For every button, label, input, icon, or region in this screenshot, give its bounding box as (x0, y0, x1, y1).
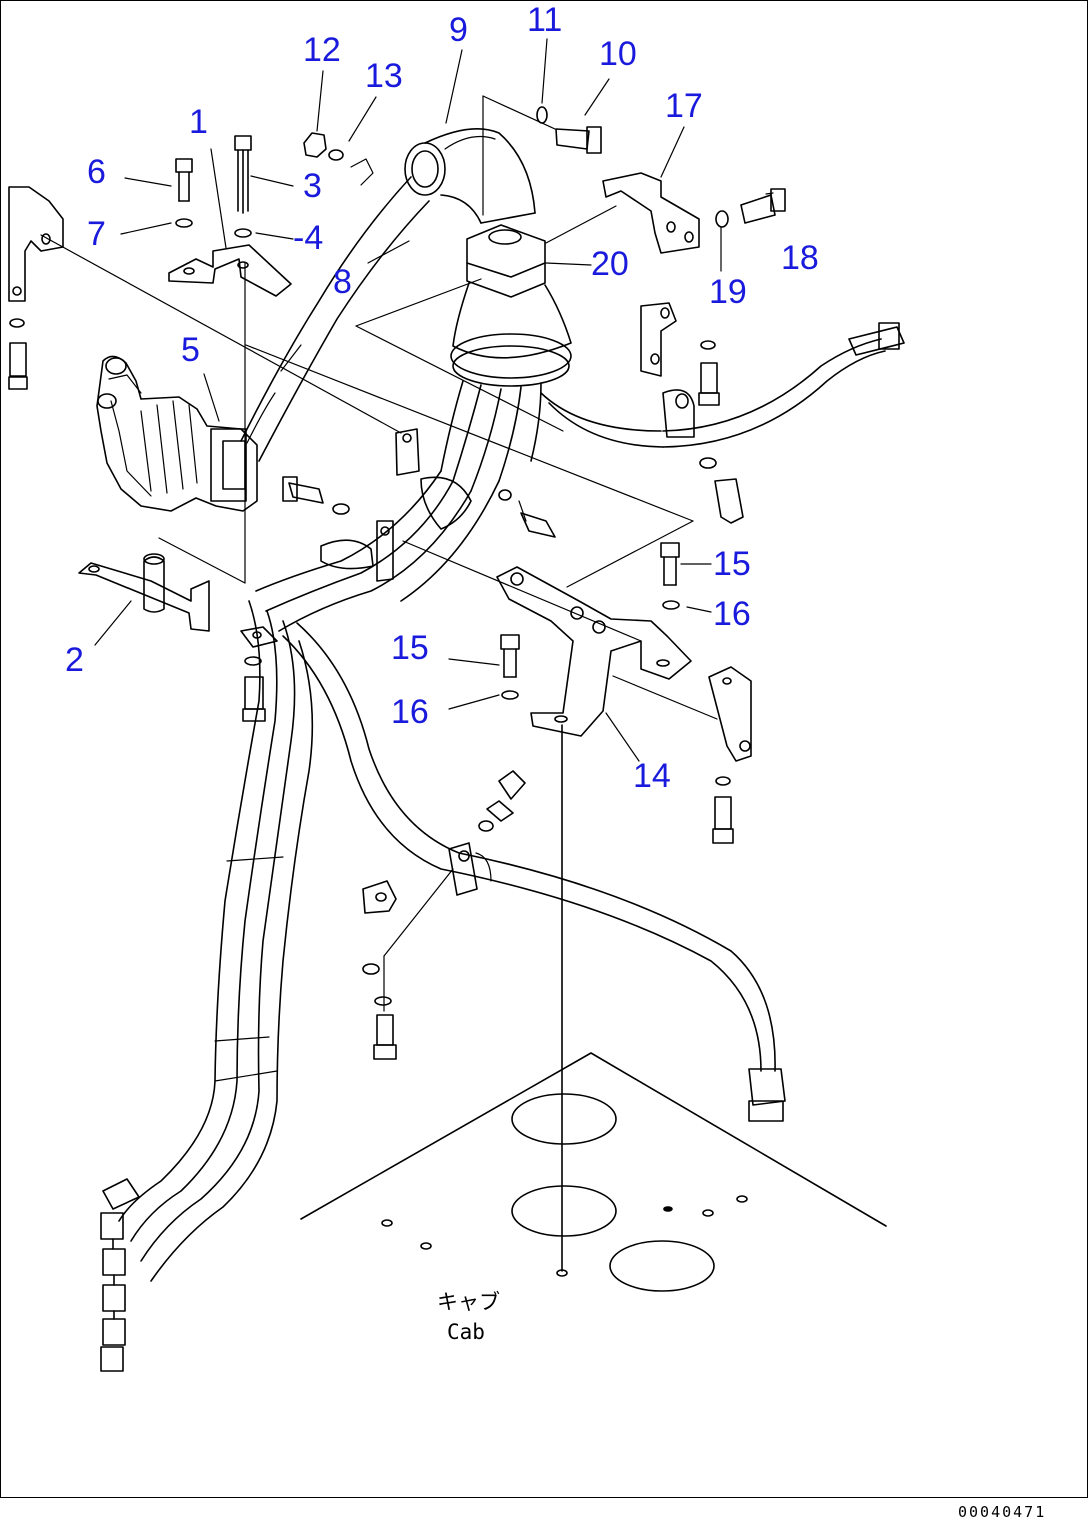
bracket-part-1 (168, 244, 292, 297)
callout-9: 9 (449, 11, 468, 49)
callout-11: 11 (527, 1, 563, 39)
right-lower-bracket (708, 666, 752, 844)
callout-5: 5 (181, 331, 200, 369)
bracket-part-2 (78, 553, 210, 632)
assembly-guide-lines (40, 95, 718, 1012)
washer-part-16-upper (662, 600, 680, 610)
bolt-part-3 (234, 135, 252, 214)
callout-4: -4 (293, 219, 324, 257)
bracket-part-17 (602, 172, 700, 254)
callout-19: 19 (709, 273, 747, 311)
washer-part-4 (234, 228, 252, 238)
cab-label-japanese: キャブ (437, 1290, 500, 1314)
leader-lines (94, 38, 774, 762)
bolt-part-18 (740, 188, 786, 224)
duct-part-8 (240, 176, 430, 462)
drawing-number: 00040471 (958, 1503, 1047, 1521)
callout-18: 18 (781, 239, 819, 277)
callout-20: 20 (591, 245, 629, 283)
bolt-part-10 (555, 126, 602, 154)
callout-12: 12 (303, 31, 341, 69)
callout-15-lower: 15 (391, 629, 429, 667)
flange-part-20 (450, 224, 572, 387)
cab-label-english: Cab (447, 1320, 485, 1344)
bolt-part-6 (175, 158, 193, 202)
cab-floor-outline (300, 1052, 887, 1292)
washer-part-7 (175, 218, 193, 228)
callout-8: 8 (333, 263, 352, 301)
left-bundle-clamp (240, 626, 278, 722)
bolt-part-15-lower (500, 634, 520, 678)
right-hose (662, 322, 905, 448)
callout-16-lower: 16 (391, 693, 429, 731)
left-harness (118, 600, 314, 1282)
long-hose-right (282, 622, 786, 1122)
harness-connectors (100, 1178, 140, 1372)
hose-clamp-bolt (362, 880, 397, 1060)
callout-6: 6 (87, 153, 106, 191)
elbow-part-9 (404, 127, 536, 224)
callout-15-upper: 15 (713, 545, 751, 583)
callout-7: 7 (87, 215, 106, 253)
bolt-part-15-upper (660, 542, 680, 586)
callout-14: 14 (633, 757, 671, 795)
right-clamp-bracket (640, 302, 744, 524)
center-clamps (282, 428, 556, 582)
callout-3: 3 (303, 167, 322, 205)
elbow-fitting (478, 770, 526, 832)
callout-17: 17 (665, 87, 703, 125)
bracket-part-14 (496, 566, 692, 737)
washer-part-13 (328, 149, 344, 161)
callout-16-upper: 16 (713, 595, 751, 633)
washer-part-16-lower (501, 690, 519, 700)
callout-2: 2 (65, 641, 84, 679)
callout-1: 1 (189, 103, 208, 141)
nut-part-12 (303, 132, 327, 158)
callout-13: 13 (365, 57, 403, 95)
hose-bundle (255, 380, 664, 632)
long-hose-clamp (448, 842, 492, 896)
washer-part-19 (715, 210, 729, 228)
washer-part-11 (536, 106, 548, 124)
left-wall-bracket (8, 186, 64, 390)
callout-10: 10 (599, 35, 637, 73)
stud-detail (350, 158, 374, 186)
valve-part-5 (96, 355, 258, 512)
